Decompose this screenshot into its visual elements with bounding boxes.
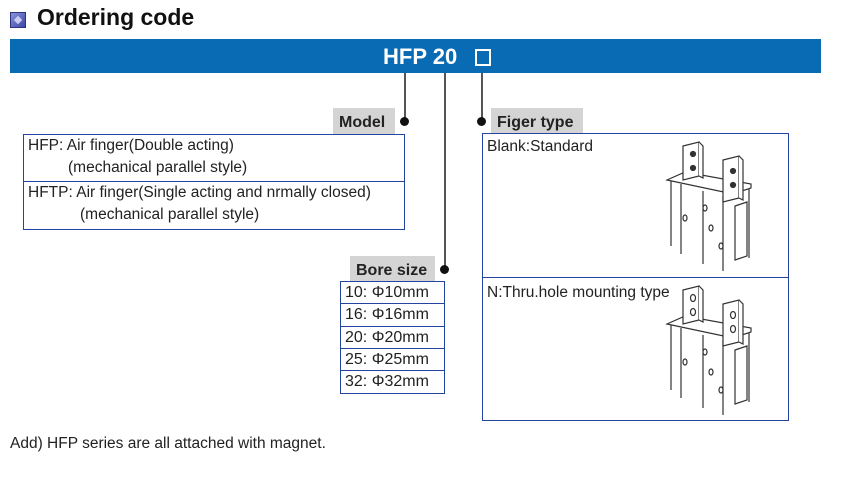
model-table: HFP: Air finger(Double acting) (mechanic…	[23, 134, 405, 230]
section-bullet-icon	[10, 12, 26, 28]
model-desc: HFTP: Air finger(Single acting and nrmal…	[28, 184, 371, 201]
model-row: HFP: Air finger(Double acting) (mechanic…	[24, 135, 404, 182]
model-dot	[400, 117, 409, 126]
finger-label: Figer type	[491, 108, 583, 134]
code-text: HFP 20	[383, 44, 458, 69]
finger-row-standard: Blank:Standard	[483, 134, 788, 278]
code-bar	[10, 39, 821, 73]
model-row: HFTP: Air finger(Single acting and nrmal…	[24, 182, 404, 228]
bore-row: 25: Φ25mm	[341, 349, 444, 372]
page-title: Ordering code	[37, 4, 195, 30]
bore-dot	[440, 265, 449, 274]
bore-label: Bore size	[350, 256, 435, 282]
finger-leader-line	[481, 73, 483, 121]
bore-leader-line	[444, 73, 446, 269]
option-box-icon	[475, 49, 491, 66]
footnote: Add) HFP series are all attached with ma…	[10, 435, 326, 452]
gripper-standard-illustration	[665, 141, 752, 271]
finger-type-text: N:Thru.hole mounting type	[487, 284, 670, 301]
model-style: (mechanical parallel style)	[68, 159, 248, 176]
model-label: Model	[333, 108, 395, 134]
bore-table: 10: Φ10mm 16: Φ16mm 20: Φ20mm 25: Φ25mm …	[340, 281, 445, 394]
finger-dot	[477, 117, 486, 126]
bore-row: 20: Φ20mm	[341, 327, 444, 349]
bore-row: 16: Φ16mm	[341, 304, 444, 327]
model-leader-line	[404, 73, 406, 121]
bore-row: 10: Φ10mm	[341, 282, 444, 305]
finger-row-thru-hole: N:Thru.hole mounting type	[483, 278, 788, 419]
finger-table: Blank:Standard N:Thru.hole mounting type	[482, 133, 789, 421]
finger-type-text: Blank:Standard	[487, 138, 593, 155]
model-desc: HFP: Air finger(Double acting)	[28, 137, 234, 154]
model-style: (mechanical parallel style)	[80, 206, 260, 223]
gripper-thru-hole-illustration	[665, 285, 752, 415]
bore-row: 32: Φ32mm	[345, 373, 429, 391]
